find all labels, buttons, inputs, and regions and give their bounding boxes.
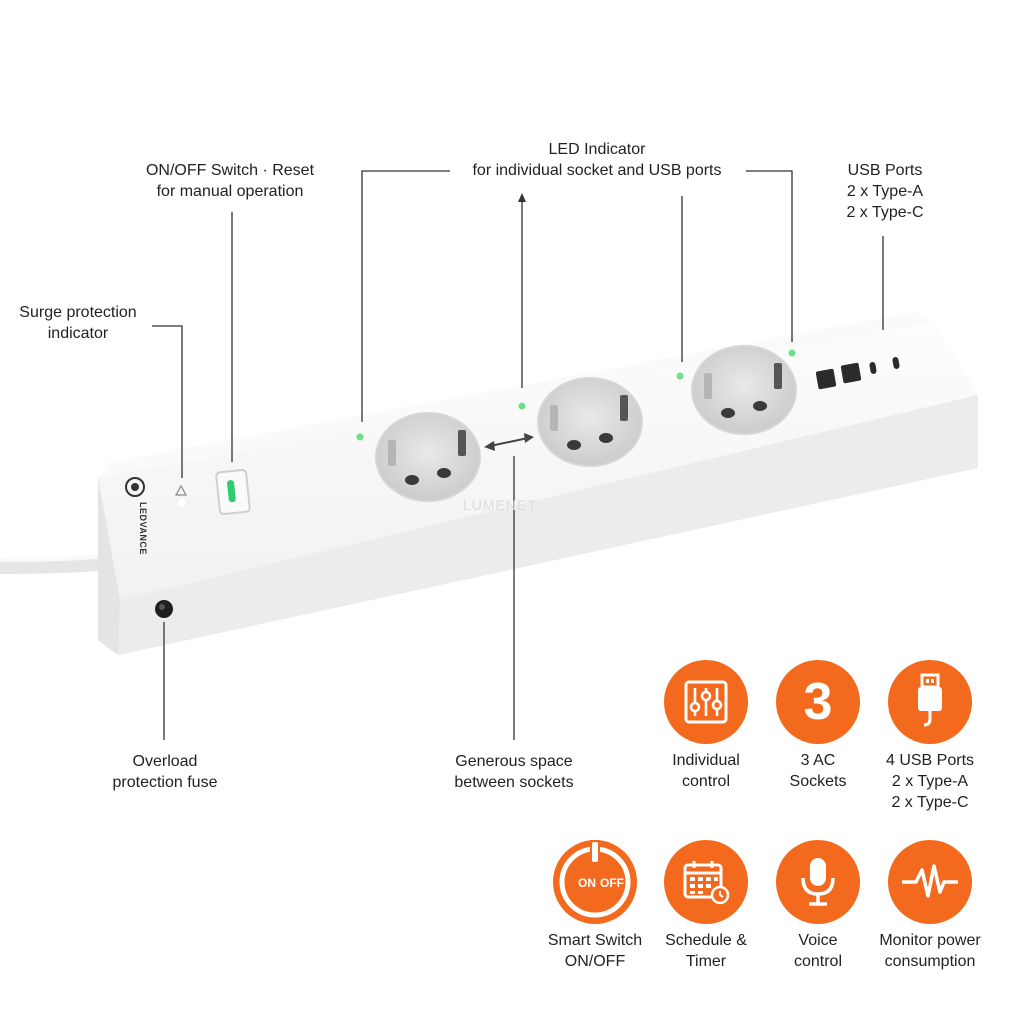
feature-label: 3 AC Sockets [789,752,847,790]
calendar-clock-icon [683,861,730,905]
feature-label: Monitor power consumption [879,932,981,970]
led-socket-3 [676,372,684,380]
microphone-icon [801,858,835,906]
feature-label: Smart Switch ON/OFF [547,932,643,970]
callout-lines [152,170,884,740]
led-socket-2 [518,402,526,410]
callout-surge-protection: Surge protection indicator [19,304,137,342]
led-socket-1 [356,433,364,441]
feature-individual-control: Individual control [646,660,766,792]
spacing-arrow-icon [484,433,534,451]
power-cable [0,555,106,574]
off-text: OFF [600,876,624,890]
ac-socket-3 [691,345,797,435]
feature-circle [664,840,748,924]
feature-circle [888,840,972,924]
feature-label: Voice control [793,932,843,970]
feature-label: Schedule & Timer [665,932,747,970]
feature-usb-ports: 4 USB Ports 2 x Type-A 2 x Type-C [870,660,990,813]
usb-a-port-1 [815,368,837,390]
callout-led-indicator: LED Indicator for individual socket and … [472,141,722,179]
feature-label: 4 USB Ports 2 x Type-A 2 x Type-C [885,752,975,811]
feature-circle [888,660,972,744]
feature-monitor-power: Monitor power consumption [870,840,990,972]
pulse-icon [902,864,958,898]
feature-circle [664,660,748,744]
on-text: ON [578,876,596,890]
feature-smart-switch: ON OFF Smart Switch ON/OFF [535,840,655,972]
ac-socket-1 [375,412,481,502]
feature-schedule-timer: Schedule & Timer [646,840,766,972]
callout-overload-fuse: Overload protection fuse [112,753,218,791]
surge-warning-icon [174,484,188,496]
feature-label: Individual control [672,752,740,790]
brand-label: LEDVANCE [138,502,148,555]
sliders-icon [684,680,728,724]
callout-generous-space: Generous space between sockets [454,753,574,791]
led-usb [788,349,796,357]
ledvance-logo-icon [125,477,145,497]
feature-circle [776,840,860,924]
usb-plug-icon [918,673,942,727]
power-on-off-icon: ON OFF [559,840,631,918]
callout-usb-ports: USB Ports 2 x Type-A 2 x Type-C [846,162,924,221]
number-3-icon: 3 [803,673,833,731]
usb-a-port-2 [840,362,862,384]
surge-indicator-led [176,497,188,509]
watermark: LUMENET [463,497,537,513]
callout-on-off-switch: ON/OFF Switch · Reset for manual operati… [145,162,315,200]
usb-c-port-2 [892,357,900,369]
feature-circle: 3 [776,660,860,744]
ac-socket-2 [537,377,643,467]
usb-c-port-1 [869,362,877,374]
feature-ac-sockets: 3 3 AC Sockets [758,660,878,792]
feature-circle: ON OFF [553,840,637,924]
feature-voice-control: Voice control [758,840,878,972]
